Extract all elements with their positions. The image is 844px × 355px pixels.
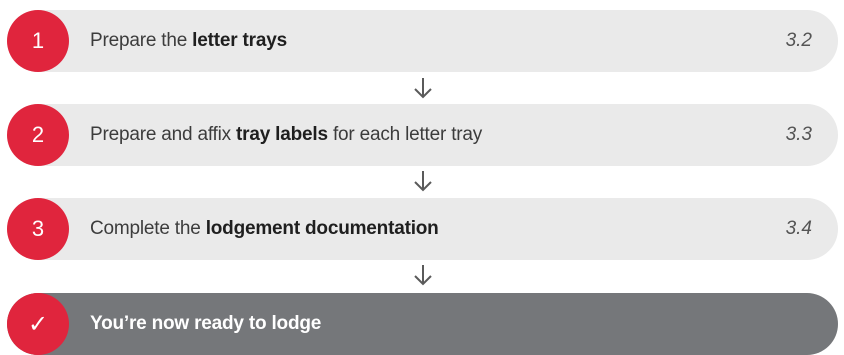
step-3-section-ref: 3.4 [785, 218, 812, 239]
step-3-text: Complete the lodgement documentation [90, 198, 439, 260]
step-1-section-ref: 3.2 [785, 30, 812, 51]
step-text-plain: Prepare the [90, 30, 193, 51]
step-number-badge: 1 [7, 10, 69, 72]
down-arrow-icon [414, 265, 432, 286]
step-1-text: Prepare the letter trays [90, 10, 287, 72]
step-2-bar: 2 Prepare and affix tray labels for each… [7, 104, 838, 166]
step-number-badge: 3 [7, 198, 69, 260]
step-text-bold: letter trays [192, 30, 287, 51]
step-number: 3 [31, 216, 45, 241]
step-number: 2 [31, 122, 45, 147]
step-3-bar: 3 Complete the lodgement documentation 3… [7, 198, 838, 260]
down-arrow-icon [414, 171, 432, 192]
step-text-plain: Prepare and affix [90, 124, 237, 145]
final-step-text: You’re now ready to lodge [90, 313, 322, 334]
final-step-bar: ✓ You’re now ready to lodge [7, 293, 838, 355]
step-number-badge: 2 [7, 104, 69, 166]
step-2-text: Prepare and affix tray labels for each l… [90, 104, 482, 166]
check-badge: ✓ [7, 293, 69, 355]
step-1-bar: 1 Prepare the letter trays 3.2 [7, 10, 838, 72]
step-text-plain: Complete the [90, 218, 206, 239]
down-arrow-icon [414, 78, 432, 99]
step-text-plain: for each letter tray [327, 124, 483, 145]
step-text-bold: lodgement documentation [205, 218, 439, 239]
step-number: 1 [31, 28, 45, 53]
check-icon: ✓ [27, 310, 49, 338]
step-text-bold: tray labels [236, 124, 328, 145]
step-2-section-ref: 3.3 [785, 124, 812, 145]
